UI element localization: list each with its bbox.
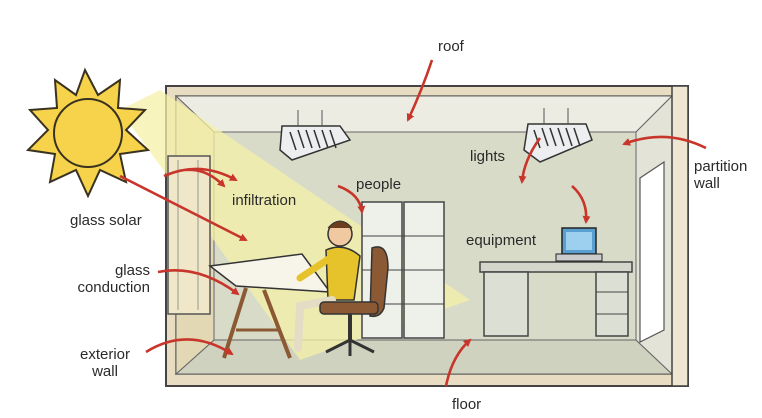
label-people: people (356, 176, 401, 193)
label-exterior-wall-line2: wall (70, 363, 140, 380)
label-glass-conduction-line2: conduction (70, 279, 150, 296)
sun-icon (28, 70, 148, 196)
label-equipment: equipment (466, 232, 536, 249)
label-partition-wall: partition wall (694, 158, 747, 192)
label-partition-wall-line2: wall (694, 175, 747, 192)
label-partition-wall-line1: partition (694, 158, 747, 175)
label-exterior-wall-line1: exterior (70, 346, 140, 363)
label-lights: lights (470, 148, 505, 165)
label-glass-conduction-line1: glass (70, 262, 150, 279)
window (168, 156, 210, 314)
label-infiltration: infiltration (232, 192, 296, 209)
label-glass-solar: glass solar (70, 212, 142, 229)
label-roof: roof (438, 38, 464, 55)
label-exterior-wall: exterior wall (70, 346, 140, 380)
label-floor: floor (452, 396, 481, 413)
computer-icon (556, 228, 602, 261)
label-glass-conduction: glass conduction (70, 262, 150, 296)
